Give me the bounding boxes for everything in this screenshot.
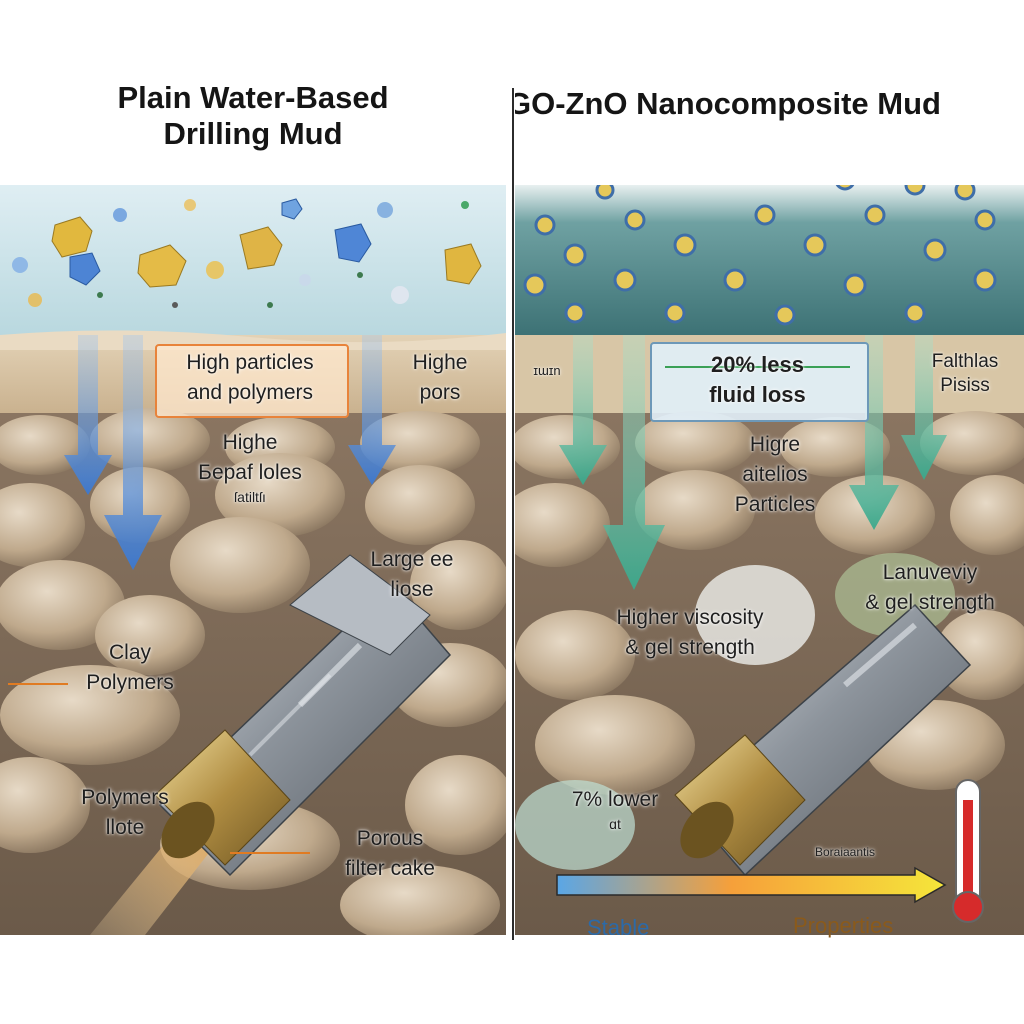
left-title: Plain Water-Based Drilling Mud [0,80,506,152]
viscosity-gel-strength-label: Higher viscosity & gel strength [616,606,764,659]
nanocomposite-particles [523,185,997,326]
thermometer-icon [952,779,984,923]
left-title-line2: Drilling Mud [163,116,343,151]
lower-label: 7% lower ɑt [571,788,659,832]
right-scene-illustration [515,185,1024,935]
fluid-loss-bar [665,366,850,368]
clay-pointer-line [8,683,68,685]
nanocomposite-mud-panel: GO-ZnO Nanocomposite Mud [515,0,1024,1024]
right-title: GO-ZnO Nanocomposite Mud [515,86,941,121]
clay-polymers-label: Clay Polymers [86,641,174,694]
filtration-arrows [64,335,396,570]
porous-filter-cake-label: Porous filter cake [345,827,435,880]
large-label: Large ee liose [370,548,454,601]
high-particles-box [155,344,349,418]
fluid-loss-box [650,342,869,422]
high-particles-label: High particles and polymers [186,351,314,404]
plain-mud-panel: Plain Water-Based Drilling Mud [0,0,506,1024]
middle-particles-label: Higre aitelios Particles [734,433,816,516]
lanu-gel-strength-label: Lanuveviy & gel strength [865,561,995,614]
drill-pipe [90,554,452,935]
top-right-label: Falthlas Pisiss [931,351,999,396]
porous-pointer-line [230,852,310,854]
left-title-line1: Plain Water-Based [117,80,389,115]
nano-filtration-arrows [559,335,947,590]
drill-pipe-right [674,603,972,877]
middle-label: Highe Бераf loles ſatiltſı [198,431,302,505]
panel-divider [512,88,514,940]
small-caption: Boraiaantis [814,845,876,859]
clay-particles [12,198,482,308]
fluid-loss-label: 20% less fluid loss [709,352,806,407]
stability-gradient-arrow [556,866,947,904]
properties-label: Properties [793,913,894,938]
small-top-label: ɪɯɪn [533,363,561,378]
higher-pores-label: Highe pors [412,351,468,404]
polymers-label: Polymers llote [81,786,169,839]
stable-label: Stable [587,915,650,940]
